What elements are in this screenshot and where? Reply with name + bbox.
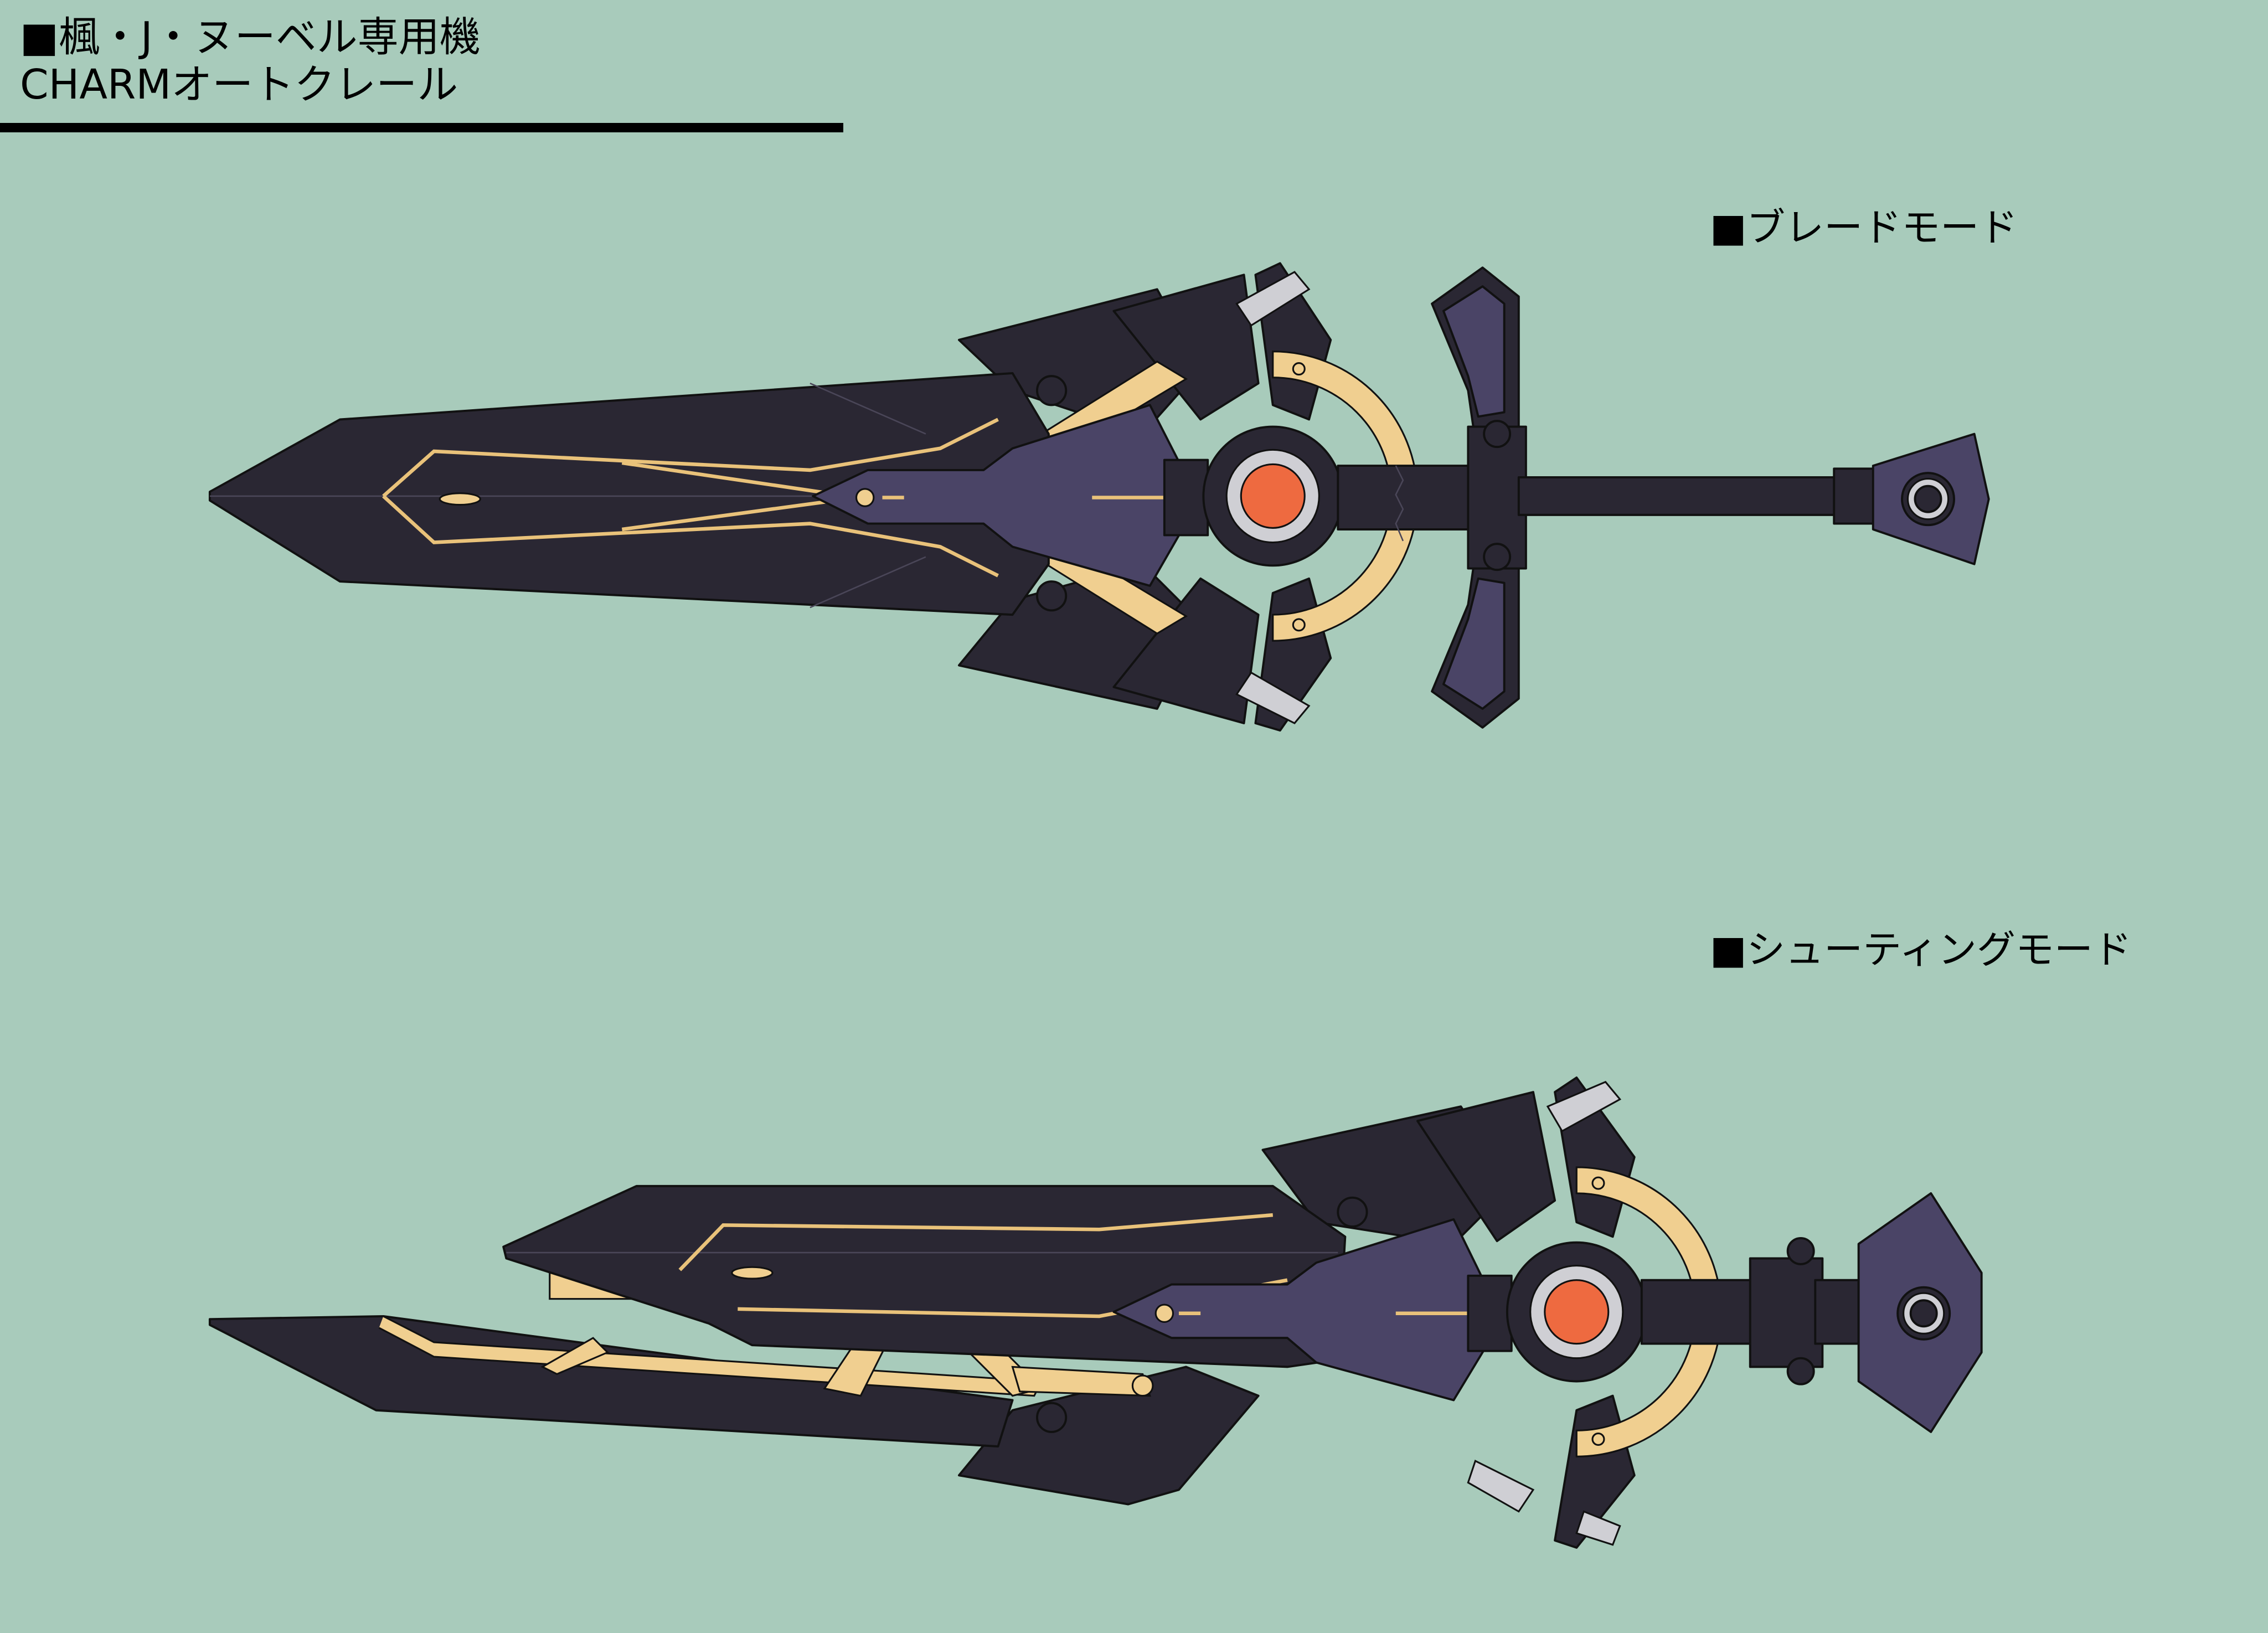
center-gem <box>1154 1304 1174 1323</box>
upper-wing-plate-2 <box>1416 1091 1556 1243</box>
folded-crossguard <box>1749 1257 1824 1368</box>
handle-rod <box>1517 476 1838 516</box>
grip <box>1640 1279 1759 1345</box>
core-orange <box>1544 1279 1610 1345</box>
page-title: ■楓・J・ヌーベル専用機 <box>20 13 481 61</box>
upper-piston <box>1235 271 1311 327</box>
upper-blade <box>502 1184 1347 1368</box>
bolts <box>1036 362 1512 632</box>
blade-gold-inlay <box>678 1213 1274 1271</box>
blade-gold-inlay <box>382 418 999 498</box>
blade <box>208 372 1050 616</box>
title-underline-divider <box>0 123 843 132</box>
bolts <box>1036 1176 1815 1446</box>
page-subtitle: CHARMオートクレール <box>20 61 458 109</box>
shooting-mode-label: ■シューティングモード <box>1710 927 2132 972</box>
lower-wing-plate <box>957 1366 1260 1506</box>
blade-mode-sword <box>208 262 1990 732</box>
gold-ring <box>1575 1166 1722 1457</box>
center-gem <box>855 488 875 507</box>
lower-piston <box>1467 1459 1535 1513</box>
lower-piston <box>1235 671 1311 724</box>
blade-mode-label: ■ブレードモード <box>1710 205 2018 250</box>
gold-ring <box>1272 351 1419 642</box>
gold-arm <box>1011 1366 1151 1397</box>
upper-piston <box>1546 1080 1622 1132</box>
blade-vent <box>439 492 481 506</box>
pommel-collar <box>1833 467 1876 525</box>
gold-strut <box>540 1337 609 1376</box>
shooting-mode-sword <box>208 1076 1983 1549</box>
core-orange <box>1240 463 1306 529</box>
hub-side-block <box>1163 459 1209 537</box>
grip <box>1337 465 1484 530</box>
